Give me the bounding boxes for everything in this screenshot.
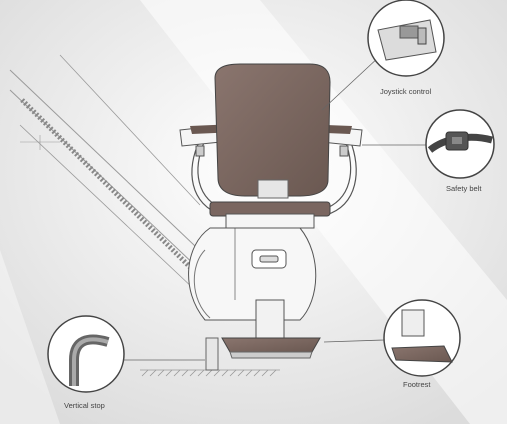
- vertical-stop-post: [206, 338, 218, 370]
- callout-stop-circle: [48, 316, 124, 392]
- footrest-label: Footrest: [403, 380, 431, 389]
- joystick-control-label: Joystick control: [380, 87, 431, 96]
- column: [256, 300, 284, 340]
- backrest-hinge: [258, 180, 288, 198]
- carriage: [189, 220, 316, 320]
- safety-belt-label: Safety belt: [446, 184, 481, 193]
- callout-joystick-circle: [368, 0, 444, 76]
- seat-base: [226, 214, 314, 228]
- callout-footrest-circle: [384, 300, 460, 376]
- vertical-stop-label: Vertical stop: [64, 401, 105, 410]
- backrest: [215, 64, 330, 196]
- footrest: [222, 338, 320, 358]
- callout-belt-circle: [426, 110, 494, 178]
